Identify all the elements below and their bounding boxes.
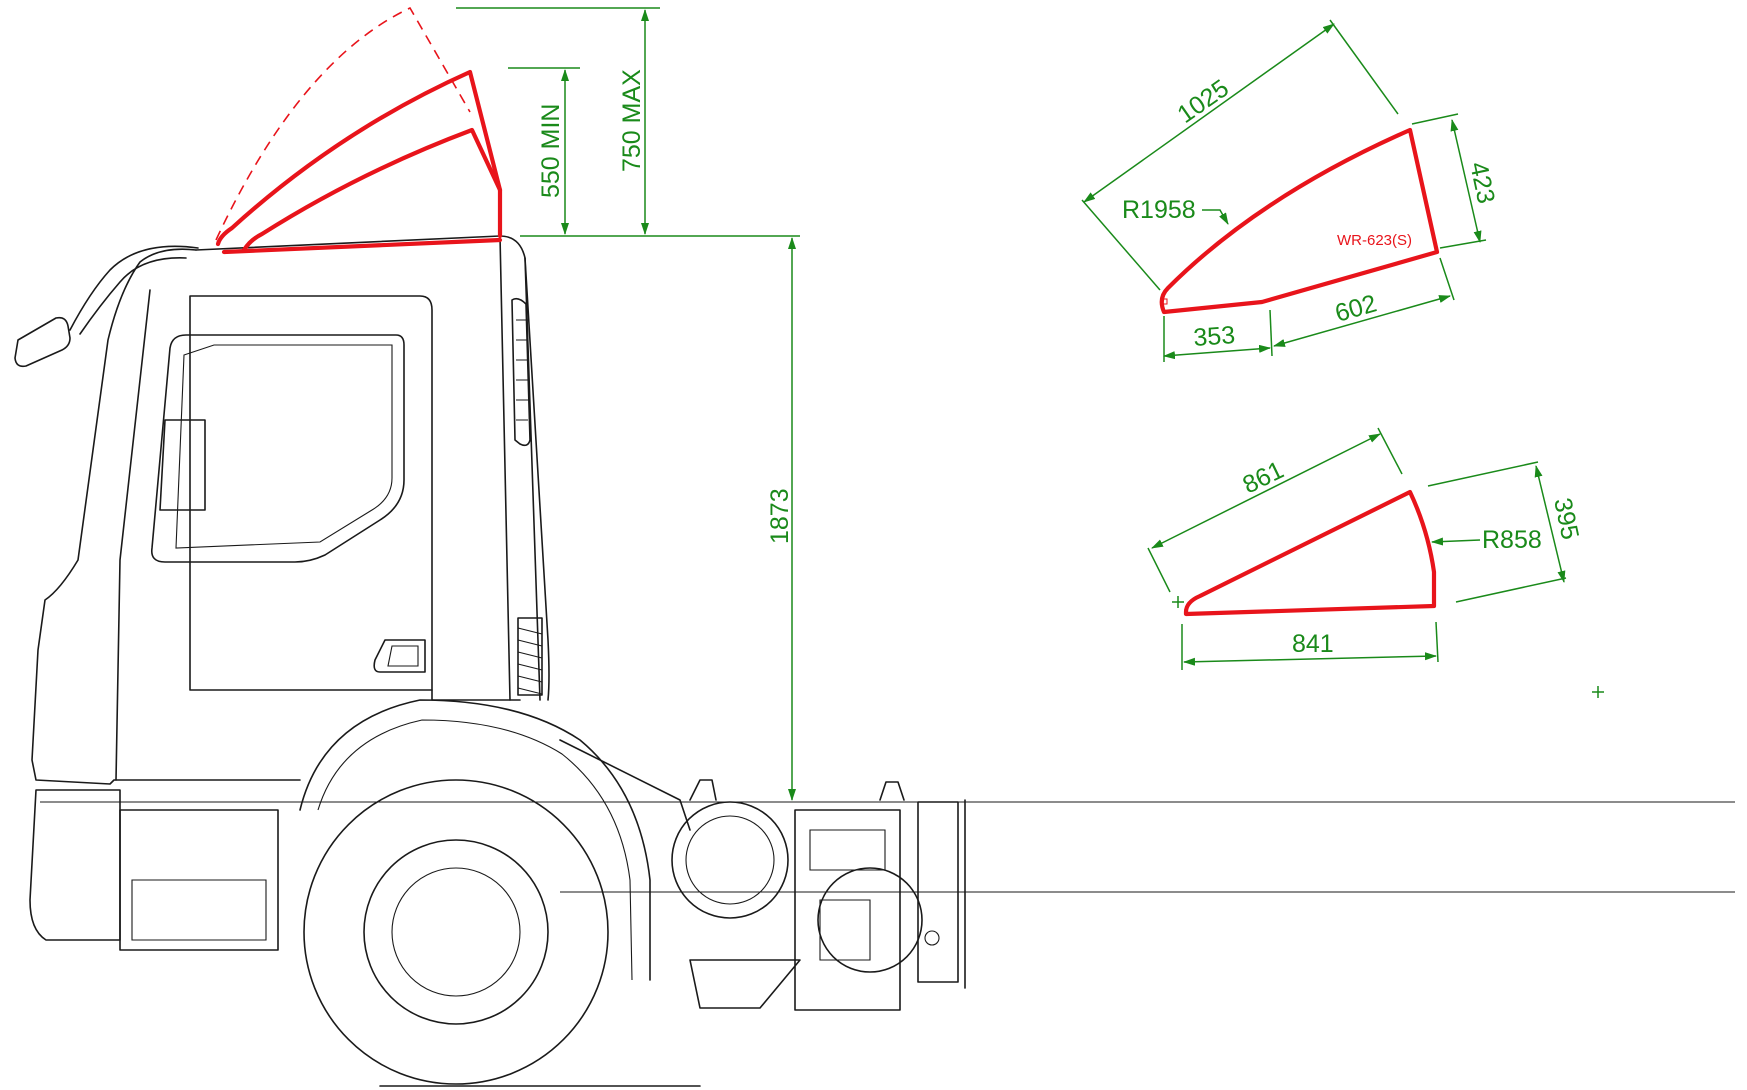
cab-vent-slats xyxy=(516,319,528,421)
dim-label-841: 841 xyxy=(1292,630,1334,658)
roof-spoiler-mounted xyxy=(215,6,503,255)
cab-vent xyxy=(511,297,531,447)
spoiler-swing-arc xyxy=(215,6,471,241)
ext-861-b xyxy=(1377,427,1403,475)
dim-line-395 xyxy=(1534,465,1566,583)
leader-r858 xyxy=(1431,537,1481,546)
model-code-label: WR-623(S) xyxy=(1337,232,1412,249)
center-mark-origin xyxy=(1592,686,1604,698)
cab-front-inner xyxy=(115,289,151,781)
spoiler-outline-max xyxy=(215,69,503,247)
ext-861-a xyxy=(1147,547,1171,593)
large-panel-detail: WR-623(S) 1025 R1958 423 353 602 xyxy=(1081,19,1500,362)
ext-423-a xyxy=(1411,113,1459,125)
dim-label-cab-height: 1873 xyxy=(766,488,794,544)
ext-602-b xyxy=(1439,257,1455,301)
dim-label-861: 861 xyxy=(1238,456,1288,499)
cab-roof-line xyxy=(195,235,550,701)
side-mirror xyxy=(14,316,71,368)
truck-dimensions: 750 MAX 550 MIN 1873 xyxy=(456,7,800,801)
mirror-arm xyxy=(69,245,199,331)
truck-cab-outline xyxy=(14,235,1735,1087)
air-tank-end-inner xyxy=(685,815,775,905)
door-window xyxy=(150,334,405,563)
ext-1025-b xyxy=(1329,19,1399,115)
dim-label-max: 750 MAX xyxy=(618,69,646,172)
dim-label-r858: R858 xyxy=(1482,526,1542,554)
front-rim xyxy=(363,839,549,1025)
door-handle xyxy=(373,639,426,673)
mirror-arm-lower xyxy=(79,257,187,335)
dim-line-353 xyxy=(1163,344,1271,360)
center-mark-small xyxy=(1172,596,1184,608)
door-handle-inner xyxy=(387,645,419,667)
dim-label-395: 395 xyxy=(1548,495,1584,542)
spoiler-base xyxy=(221,237,503,255)
dim-label-r1958: R1958 xyxy=(1122,196,1196,224)
battery-box-detail xyxy=(809,829,886,961)
dim-line-1025 xyxy=(1083,23,1335,203)
door-window-inner xyxy=(175,344,393,549)
ext-395-a xyxy=(1427,461,1539,487)
ext-1025-a xyxy=(1081,199,1161,291)
dim-label-min: 550 MIN xyxy=(537,104,565,198)
cab-rear-wall xyxy=(499,235,511,701)
front-tire xyxy=(303,779,609,1085)
cab-suspension-coils xyxy=(517,627,543,695)
large-panel-marker xyxy=(1161,298,1168,305)
wheel-arch-outer xyxy=(299,699,651,981)
dim-label-353: 353 xyxy=(1192,321,1236,352)
fuel-tank-end xyxy=(817,867,923,973)
dim-line-602 xyxy=(1273,295,1451,347)
frame-bracket xyxy=(689,779,905,801)
front-bumper xyxy=(29,789,121,941)
door-frame xyxy=(189,295,433,691)
dim-label-1025: 1025 xyxy=(1172,74,1234,129)
exhaust-shield xyxy=(689,959,801,1009)
dim-label-602: 602 xyxy=(1332,289,1380,327)
small-panel-detail: 861 R858 395 841 xyxy=(1147,427,1604,698)
battery-box xyxy=(794,809,901,1011)
ext-395-b xyxy=(1455,577,1567,603)
front-step xyxy=(119,809,279,951)
ext-841-b xyxy=(1435,621,1439,663)
front-step-inner xyxy=(131,879,267,941)
rear-bracket xyxy=(917,801,959,983)
small-panel-outline xyxy=(1183,489,1437,617)
quarter-window xyxy=(159,419,206,511)
air-tank-end xyxy=(671,801,789,919)
cab-suspension xyxy=(517,617,543,696)
door-line-lower xyxy=(431,689,521,701)
bracket-hole xyxy=(924,930,940,946)
wheel-arch-liner xyxy=(559,739,691,831)
spoiler-outline-min xyxy=(241,127,503,253)
leader-r1958 xyxy=(1202,209,1229,225)
ext-353-b xyxy=(1269,309,1273,357)
dim-line-861 xyxy=(1151,433,1381,549)
front-rim-inner xyxy=(391,867,521,997)
large-panel-outline xyxy=(1159,127,1440,315)
cab-front-contour xyxy=(31,248,301,785)
dim-line-423 xyxy=(1450,119,1482,243)
wheel-arch-inner xyxy=(317,719,633,981)
dim-line-841 xyxy=(1183,652,1437,666)
